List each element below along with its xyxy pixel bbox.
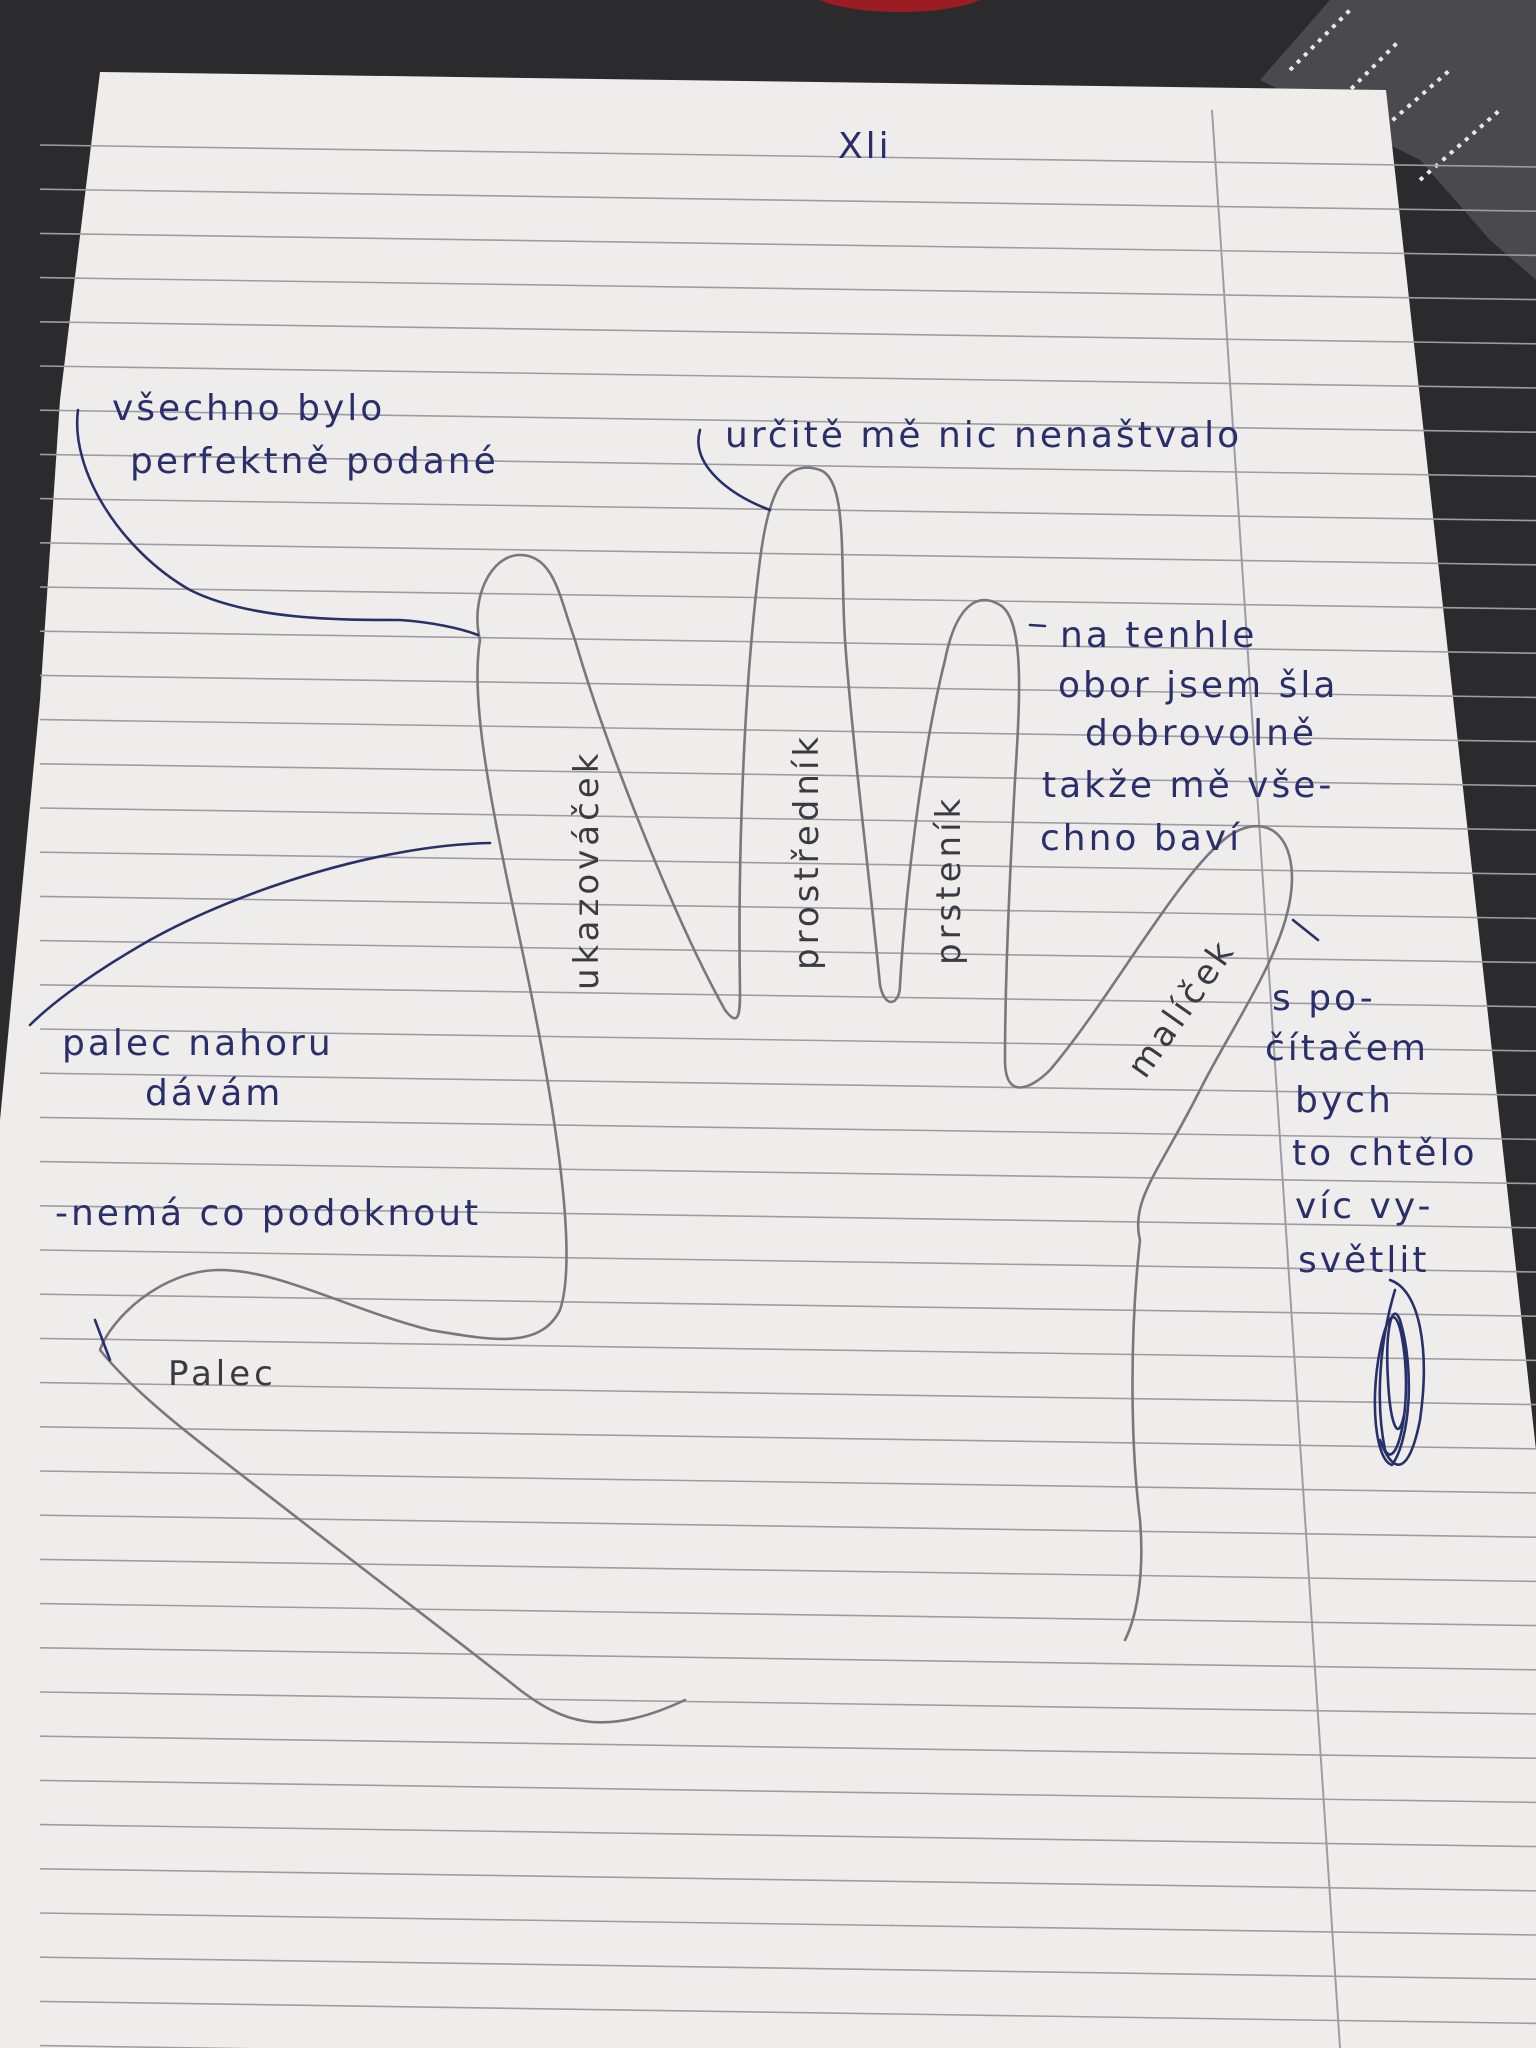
ruled-line [39,1426,1536,1450]
scribble-mark [1373,1278,1426,1467]
ring-note-line-4: takže mě vše- [1042,765,1334,806]
ruled-line [39,1558,1536,1583]
ruled-line [39,718,1536,743]
ruled-line [39,232,1536,257]
ruled-line [39,1514,1536,1538]
ruled-line [39,807,1536,831]
ruled-line [39,851,1536,875]
ring-note-line-3: dobrovolně [1085,713,1317,754]
pinky-note-line-5: víc vy- [1295,1186,1434,1227]
thumb-note-line-3: -nemá co podoknout [55,1193,481,1234]
ruled-line [39,1823,1536,1848]
annotation-index: všechno bylo perfektně podané [112,388,499,482]
annotation-ring: na tenhle obor jsem šla dobrovolně takže… [1040,615,1338,859]
page-title: Xli [838,126,892,167]
hand-outline [98,466,1294,1724]
ruled-line [39,586,1536,610]
ruled-line [39,1205,1536,1229]
ruled-line [39,1956,1536,1980]
pinky-note-line-3: bych [1295,1080,1394,1121]
pinky-note-line-6: světlit [1298,1240,1429,1281]
annotation-middle: určitě mě nic nenaštvalo [725,415,1242,456]
thumb-note-line-2: dávám [145,1073,283,1114]
ruled-line [39,2000,1536,2025]
pinky-note-line-2: čítačem [1265,1028,1429,1069]
ruled-line [39,1735,1536,1759]
ruled-line [39,542,1536,566]
annotation-pinky: s po- čítačem bych to chtělo víc vy- svě… [1265,978,1477,1281]
ruled-line [39,1647,1536,1671]
ink-connectors [28,408,1320,1362]
ruled-line [39,321,1536,345]
ruled-line [39,365,1536,389]
ruled-line [39,453,1536,478]
ruled-line [39,674,1536,699]
index-note-line-1: všechno bylo [112,388,385,429]
finger-label-ring: prsteník [929,795,969,965]
ruled-line [39,939,1536,964]
ruled-line [39,1381,1536,1406]
margin-line [1211,109,1341,2048]
ruled-lines [39,144,1536,2048]
annotation-thumb: palec nahoru dávám -nemá co podoknout [55,1023,481,1234]
ruled-line [39,1160,1536,1185]
ruled-line [39,1028,1536,1052]
ruled-line [39,276,1536,301]
ruled-line [39,144,1536,168]
ruled-line [39,409,1536,433]
ring-note-line-5: chno baví [1040,818,1242,859]
ruled-line [39,1116,1536,1141]
finger-label-thumb: Palec [168,1354,277,1394]
finger-label-middle: prostředník [787,733,827,970]
ruled-line [39,630,1536,654]
ring-note-line-2: obor jsem šla [1058,665,1338,706]
ruled-line [39,1912,1536,1936]
pinky-note-line-4: to chtělo [1292,1133,1477,1174]
ruled-line [39,1072,1536,1096]
ruled-line [39,763,1536,787]
ruled-line [39,1249,1536,1273]
index-note-line-2: perfektně podané [130,441,499,482]
finger-label-index: ukazováček [567,750,607,990]
ruled-line [39,1470,1536,1494]
ruled-line [39,1293,1536,1317]
ruled-line [39,1602,1536,1627]
pinky-note-line-1: s po- [1272,978,1376,1019]
notebook-page [0,72,1536,2048]
ruled-line [39,188,1536,212]
ruled-line [39,1337,1536,1362]
ring-note-line-1: na tenhle [1060,615,1257,656]
ruled-line [39,1779,1536,1804]
ruled-line [39,1868,1536,1892]
thumb-note-line-1: palec nahoru [62,1023,334,1064]
red-object [819,0,981,12]
ruled-line [39,984,1536,1008]
ruled-line [39,1691,1536,1715]
ruled-line [39,497,1536,522]
